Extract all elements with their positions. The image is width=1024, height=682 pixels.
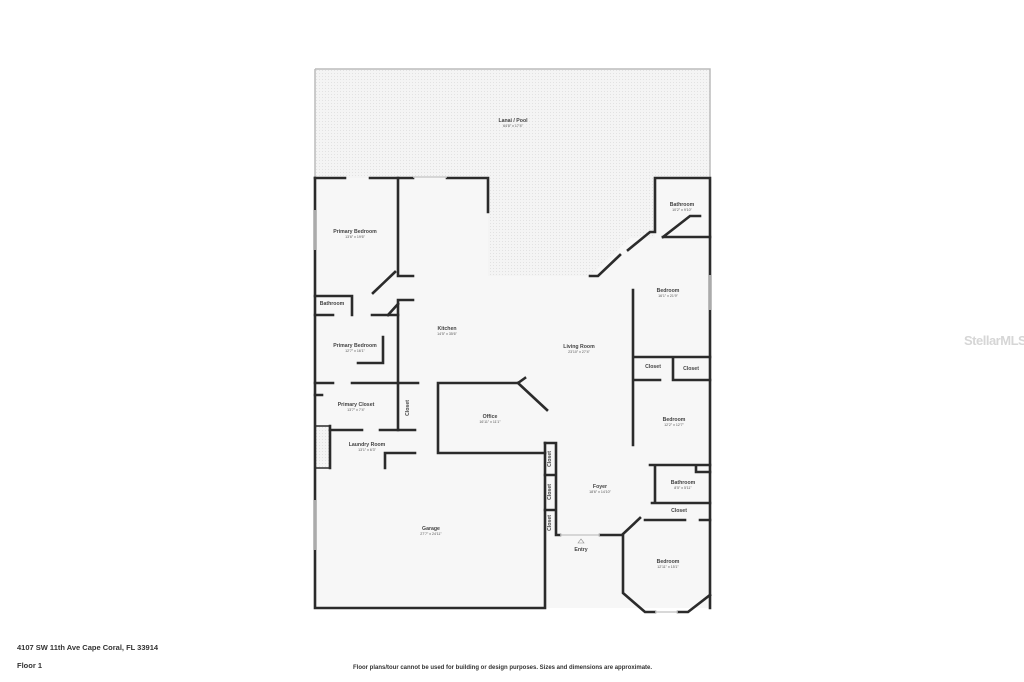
room-primary-bedroom-2: Primary Bedroom [333,343,377,349]
house-floor [315,178,710,608]
room-entry: Entry [574,547,587,553]
address: 4107 SW 11th Ave Cape Coral, FL 33914 [17,643,159,652]
room-closet-3: Closet [671,508,687,514]
room-primary-closet: Primary Closet [338,402,375,408]
room-office: Office [483,414,498,420]
svg-text:12'2" x 12'7": 12'2" x 12'7" [664,423,684,427]
closet-vertical: Closet [547,484,553,500]
room-laundry: Laundry Room [349,442,386,448]
room-lanai: Lanai / Pool [498,118,528,124]
room-bathroom-2: Bathroom [670,202,695,208]
closet-vertical: Closet [547,515,553,531]
room-bedroom: Bedroom [657,288,680,294]
room-closet: Closet [645,364,661,370]
svg-text:8'5" x 5'11": 8'5" x 5'11" [674,486,692,490]
room-closet-2: Closet [683,366,699,372]
room-kitchen: Kitchen [437,326,456,332]
closet-vertical: Closet [405,400,411,416]
svg-text:12'11" x 15'1": 12'11" x 15'1" [657,565,679,569]
svg-text:16'11" x 11'1": 16'11" x 11'1" [479,420,501,424]
room-living-room: Living Room [563,344,595,350]
walls [313,176,712,614]
disclaimer: Floor plans/tour cannot be used for buil… [353,665,653,671]
entry-arrow-icon [577,538,585,544]
windows [314,176,711,613]
svg-text:12'7" x 16'1": 12'7" x 16'1" [345,349,365,353]
svg-text:13'6" x 19'6": 13'6" x 19'6" [345,235,365,239]
room-bathroom: Bathroom [320,301,345,307]
room-labels: Lanai / Pool 64'8" x 17'4" Primary Bedro… [320,118,699,569]
svg-text:13'1" x 6'3": 13'1" x 6'3" [358,448,376,452]
svg-text:64'8" x 17'4": 64'8" x 17'4" [503,124,523,128]
svg-text:10'2" x 9'10": 10'2" x 9'10" [672,208,692,212]
svg-text:23'10" x 27'4": 23'10" x 27'4" [568,350,590,354]
room-bedroom-2: Bedroom [663,417,686,423]
room-garage: Garage [422,526,440,532]
svg-text:18'6" x 14'10": 18'6" x 14'10" [589,490,611,494]
watermark: StellarMLS [964,333,1024,348]
svg-text:27'7" x 24'11": 27'7" x 24'11" [420,532,442,536]
room-bathroom-3: Bathroom [671,480,696,486]
floor-label: Floor 1 [17,661,43,670]
svg-text:13'7" x 7'4": 13'7" x 7'4" [347,408,365,412]
room-foyer: Foyer [593,484,607,490]
svg-text:14'5" x 35'6": 14'5" x 35'6" [437,332,457,336]
closet-vertical: Closet [547,451,553,467]
svg-text:16'1" x 21'9": 16'1" x 21'9" [658,294,678,298]
room-bedroom-3: Bedroom [657,559,680,565]
room-primary-bedroom: Primary Bedroom [333,229,377,235]
